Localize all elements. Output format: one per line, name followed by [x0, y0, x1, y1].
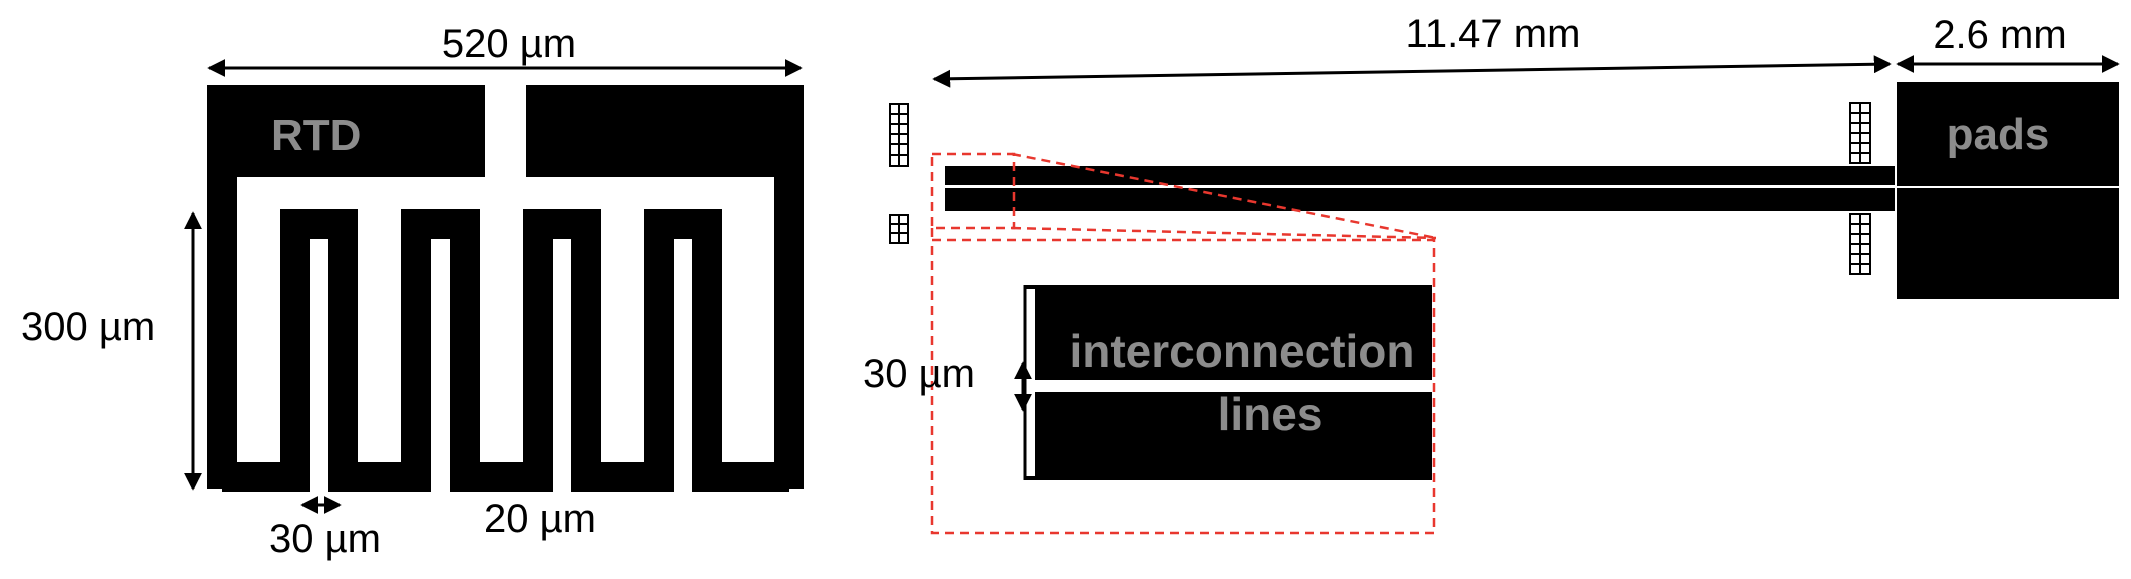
- trace-gap-dimension: 20 µm: [484, 443, 596, 541]
- rtd-side-right: [774, 175, 804, 489]
- trace-gap-label: 20 µm: [484, 497, 596, 541]
- interconnect-gap-dimension: 30 µm: [863, 352, 1032, 412]
- rtd-height-label: 300 µm: [21, 305, 155, 349]
- tip-marker-bottom: [889, 214, 909, 244]
- zoom-callout: [930, 152, 1437, 535]
- sensor-layout: pads: [889, 82, 2119, 299]
- line-length-label: 11.47 mm: [1406, 12, 1581, 56]
- pads-block: [1897, 82, 2119, 299]
- pads-label: pads: [1947, 110, 2050, 159]
- pad-width-label: 2.6 mm: [1933, 13, 2066, 57]
- pad-marker-bottom: [1849, 213, 1871, 275]
- interconnect-gap-label: 30 µm: [863, 352, 975, 396]
- interconnect-label-line2: lines: [1218, 388, 1323, 440]
- rtd-pattern: [207, 85, 804, 492]
- zoom-detail: interconnection lines: [1023, 285, 1432, 480]
- zoom-line-bottom: [1035, 392, 1432, 480]
- zoom-line-top: [1035, 285, 1432, 380]
- interconnect-line-bottom: [945, 188, 1895, 211]
- rtd-width-label: 520 µm: [442, 22, 576, 66]
- zoom-source-box: [930, 152, 1016, 230]
- rtd-width-dimension: 520 µm: [207, 22, 803, 77]
- pad-marker-top: [1849, 102, 1871, 164]
- interconnect-label-line1: interconnection: [1069, 325, 1414, 377]
- rtd-contact-left: [207, 85, 485, 177]
- rtd-contact-right: [526, 85, 804, 177]
- zoom-detail-box: [930, 238, 1436, 535]
- tip-marker-top: [889, 103, 909, 167]
- rtd-side-left: [207, 175, 237, 489]
- trace-width-dimension: 30 µm: [269, 496, 381, 561]
- rtd-height-dimension: 300 µm: [21, 211, 202, 491]
- rtd-label: RTD: [271, 111, 361, 160]
- rtd-meander-trace: [207, 209, 804, 492]
- pad-width-dimension: 2.6 mm: [1896, 13, 2120, 73]
- trace-width-label: 30 µm: [269, 517, 381, 561]
- interconnect-line-top: [945, 166, 1895, 185]
- line-length-dimension: 11.47 mm: [932, 12, 1892, 88]
